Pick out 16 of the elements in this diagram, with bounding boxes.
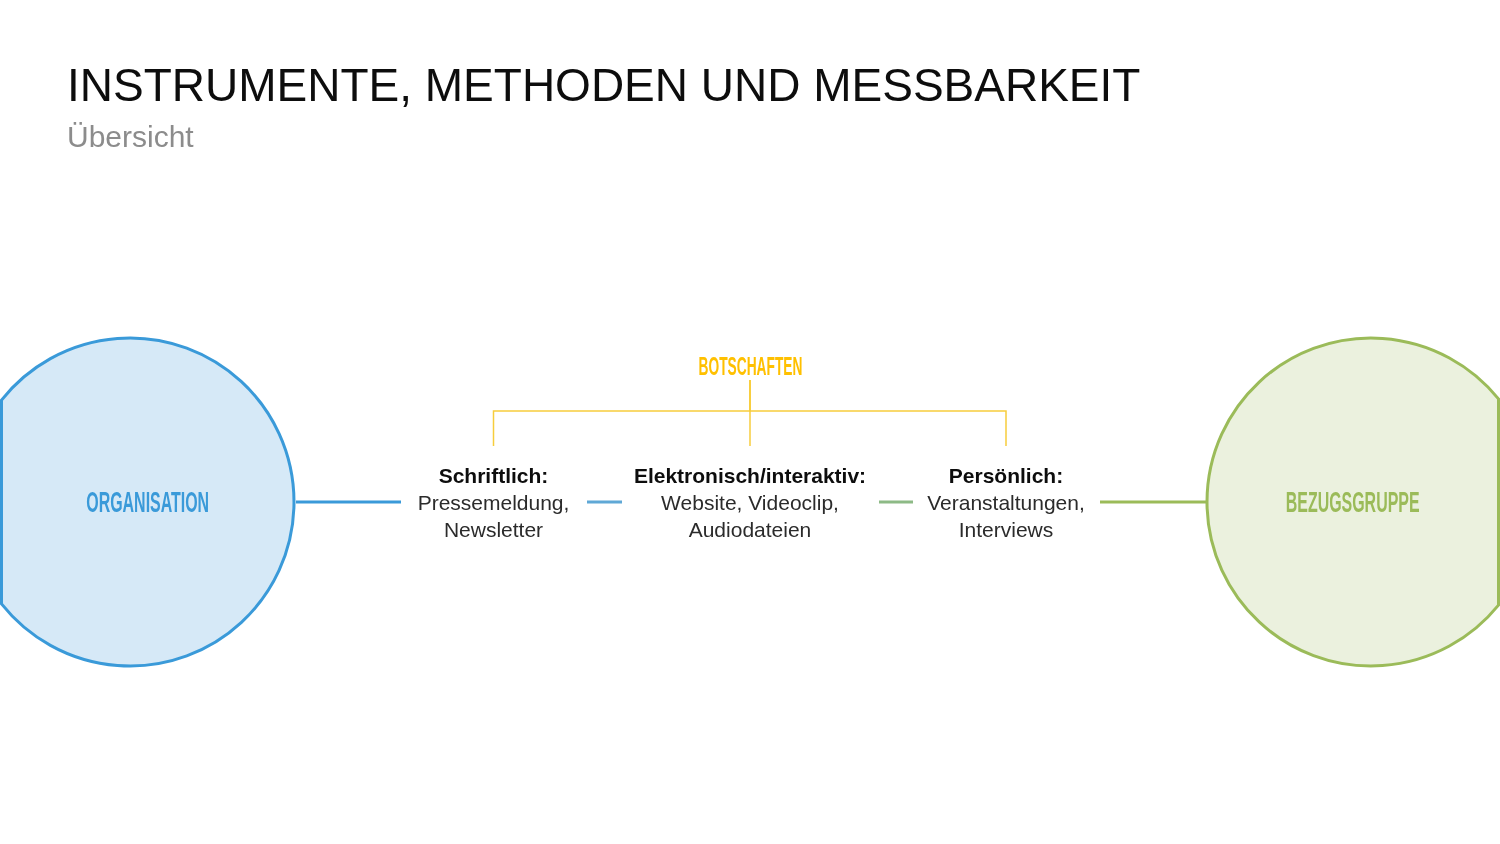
- node-label: ORGANISATION: [86, 487, 210, 517]
- category-items: Website, Videoclip, Audiodateien: [660, 490, 840, 543]
- node-label: BEZUGSGRUPPE: [1285, 487, 1420, 517]
- group-heading: BOTSCHAFTEN: [698, 353, 802, 379]
- connector-line: [1100, 500, 1206, 504]
- category-items: Pressemeldung, Newsletter: [416, 490, 571, 543]
- category-heading: Schriftlich:: [438, 463, 549, 489]
- category-items: Veranstaltungen, Interviews: [926, 490, 1086, 543]
- slide-title: INSTRUMENTE, METHODEN UND MESSBARKEIT: [67, 62, 1141, 108]
- category-heading: Elektronisch/interaktiv:: [633, 463, 867, 489]
- connector-line: [296, 500, 401, 504]
- slide-subtitle: Übersicht: [67, 122, 194, 152]
- connector-line: [587, 500, 622, 504]
- category-heading: Persönlich:: [948, 463, 1064, 489]
- connector-line: [879, 500, 913, 504]
- bracket-line: [749, 379, 1007, 447]
